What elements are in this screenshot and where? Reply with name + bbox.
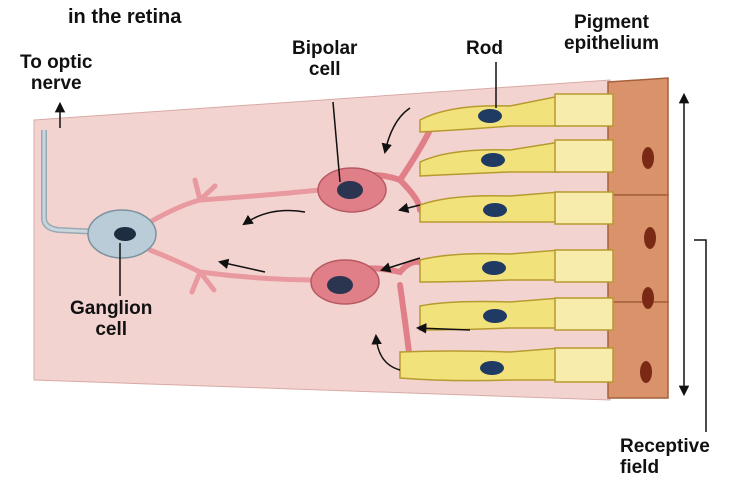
ganglion-cell-label-line: cell bbox=[70, 319, 152, 340]
pigment-granule bbox=[642, 287, 654, 309]
pigment-epithelium bbox=[608, 78, 668, 398]
pigment-granule bbox=[644, 227, 656, 249]
receptive-field-label: Receptive field bbox=[620, 436, 710, 479]
rod-cell bbox=[400, 348, 613, 382]
ganglion-cell-label-line: Ganglion bbox=[70, 298, 152, 319]
rod-cell bbox=[420, 250, 613, 282]
pigment-epithelium-label-line: Pigment bbox=[564, 12, 659, 33]
pigment-epithelium-label: Pigment epithelium bbox=[564, 12, 659, 55]
rod-cell bbox=[420, 298, 613, 330]
title-fragment: in the retina bbox=[68, 6, 181, 28]
pigment-granule bbox=[642, 147, 654, 169]
pigment-granule bbox=[640, 361, 652, 383]
optic-nerve-label: To optic nerve bbox=[20, 52, 92, 95]
receptive-field-bracket bbox=[684, 95, 706, 432]
optic-nerve-label-line: nerve bbox=[20, 73, 92, 94]
ganglion-cell bbox=[88, 210, 156, 258]
pigment-epithelium-label-line: epithelium bbox=[564, 33, 659, 54]
optic-nerve-label-line: To optic bbox=[20, 52, 92, 73]
bipolar-cell-label-line: cell bbox=[292, 59, 357, 80]
receptive-field-label-line: Receptive bbox=[620, 436, 710, 457]
bipolar-cell-label-line: Bipolar bbox=[292, 38, 357, 59]
bipolar-cell-label: Bipolar cell bbox=[292, 38, 357, 81]
receptive-field-label-line: field bbox=[620, 457, 710, 478]
rod-label: Rod bbox=[466, 38, 503, 59]
ganglion-cell-label: Ganglion cell bbox=[70, 298, 152, 341]
